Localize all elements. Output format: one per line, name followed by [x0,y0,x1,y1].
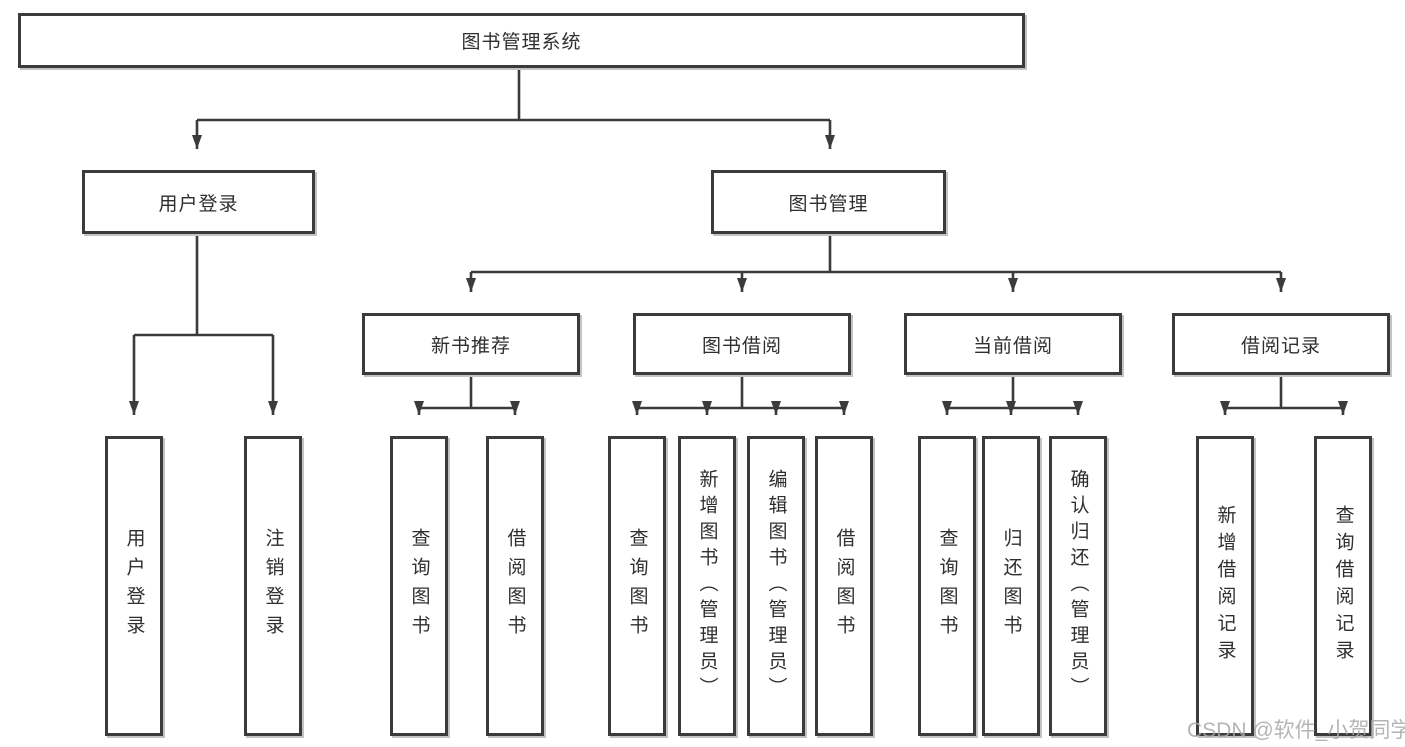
node-query-borrow-record: 查询借阅记录 [1314,436,1372,736]
node-label: 新增借阅记录 [1214,505,1236,667]
node-user-login: 用户登录 [82,170,315,234]
node-label: 新增图书（管理员） [696,469,718,703]
node-new-book-recommend: 新书推荐 [362,313,580,375]
node-add-books-admin: 新增图书（管理员） [678,436,736,736]
node-label: 图书借阅 [701,335,782,357]
node-label: 当前借阅 [972,335,1053,357]
node-book-management: 图书管理 [711,170,946,234]
node-label: 编辑图书（管理员） [765,469,787,703]
node-borrow-books-recommend: 借阅图书 [486,436,544,736]
watermark: CSDN @软件_小贺同学 [1187,719,1405,742]
node-return-books: 归还图书 [982,436,1040,736]
node-logout: 注销登录 [244,436,302,736]
node-label: 注销登录 [262,528,284,644]
node-label: 借阅图书 [833,528,855,644]
node-add-borrow-record: 新增借阅记录 [1196,436,1254,736]
node-label: 图书管理系统 [461,32,582,53]
node-label: 用户登录 [123,528,145,644]
node-label: 查询图书 [936,528,958,644]
node-label: 用户登录 [158,193,239,215]
node-query-books-recommend: 查询图书 [390,436,448,736]
node-label: 归还图书 [1000,528,1022,644]
node-label: 借阅图书 [504,528,526,644]
node-borrow-books-leaf: 借阅图书 [815,436,873,736]
node-edit-books-admin: 编辑图书（管理员） [747,436,805,736]
node-label: 确认归还（管理员） [1067,469,1089,703]
node-current-borrow: 当前借阅 [904,313,1122,375]
node-confirm-return-admin: 确认归还（管理员） [1049,436,1107,736]
node-query-books-current: 查询图书 [918,436,976,736]
node-label: 图书管理 [788,193,869,215]
node-label: 新书推荐 [430,335,511,357]
node-label: 查询借阅记录 [1332,505,1354,667]
node-label: 查询图书 [626,528,648,644]
node-borrow-records: 借阅记录 [1172,313,1390,375]
node-library-management-system: 图书管理系统 [18,13,1025,68]
node-book-borrow: 图书借阅 [633,313,851,375]
node-label: 查询图书 [408,528,430,644]
node-user-login-leaf: 用户登录 [105,436,163,736]
node-query-books-borrow: 查询图书 [608,436,666,736]
node-label: 借阅记录 [1240,335,1321,357]
